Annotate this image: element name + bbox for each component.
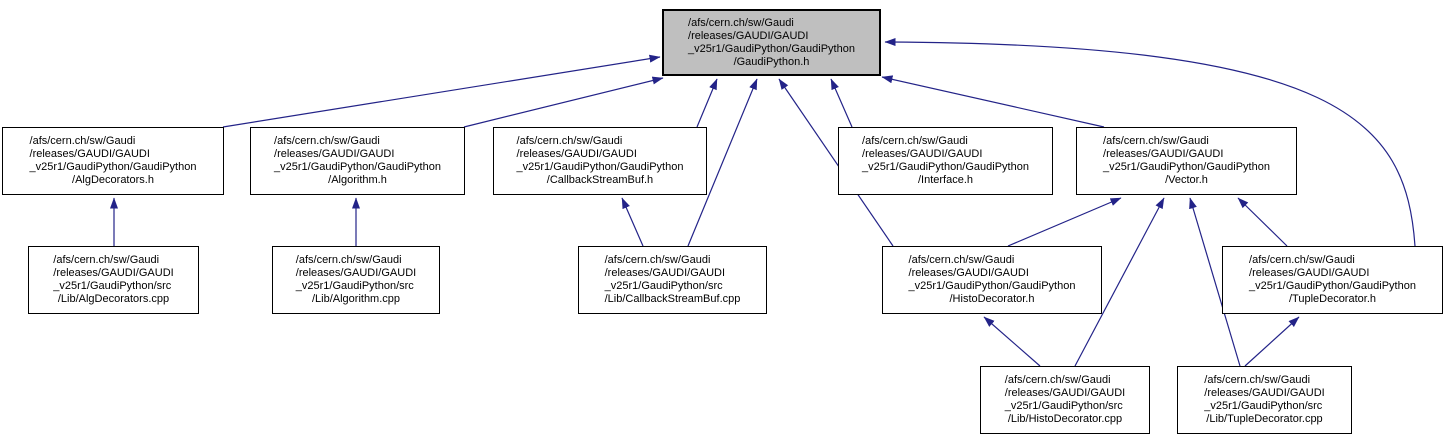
node-algorithm-h[interactable]: /afs/cern.ch/sw/Gaudi/releases/GAUDI/GAU…: [250, 127, 465, 195]
edge-algdecorators-h-to-gaudipython-h: [222, 54, 661, 128]
node-label: /afs/cern.ch/sw/Gaudi/releases/GAUDI/GAU…: [1004, 374, 1126, 425]
edge-callbackstreambuf-h-to-gaudipython-h: [696, 78, 718, 128]
node-label: /afs/cern.ch/sw/Gaudi/releases/GAUDI/GAU…: [908, 254, 1076, 305]
edge-tupledecorator-h-to-vector-h: [1237, 197, 1288, 247]
node-algorithm-cpp[interactable]: /afs/cern.ch/sw/Gaudi/releases/GAUDI/GAU…: [272, 246, 440, 314]
edge-interface-h-to-gaudipython-h: [830, 78, 853, 128]
node-label: /afs/cern.ch/sw/Gaudi/releases/GAUDI/GAU…: [295, 254, 417, 305]
node-label: /afs/cern.ch/sw/Gaudi/releases/GAUDI/GAU…: [688, 16, 855, 68]
edge-histodecorator-cpp-to-histodecorator-h: [983, 316, 1041, 367]
node-label: /afs/cern.ch/sw/Gaudi/releases/GAUDI/GAU…: [604, 254, 741, 305]
edge-tupledecorator-cpp-to-vector-h: [1189, 197, 1241, 367]
edge-histodecorator-cpp-to-vector-h: [1074, 197, 1165, 367]
node-histodecorator-cpp[interactable]: /afs/cern.ch/sw/Gaudi/releases/GAUDI/GAU…: [980, 366, 1150, 434]
node-algdecorators-h[interactable]: /afs/cern.ch/sw/Gaudi/releases/GAUDI/GAU…: [2, 127, 224, 195]
node-tupledecorator-cpp[interactable]: /afs/cern.ch/sw/Gaudi/releases/GAUDI/GAU…: [1177, 366, 1352, 434]
node-label: /afs/cern.ch/sw/Gaudi/releases/GAUDI/GAU…: [516, 135, 684, 186]
edge-callbackstreambuf-cpp-to-callbackstreambuf-h: [621, 197, 644, 247]
node-label: /afs/cern.ch/sw/Gaudi/releases/GAUDI/GAU…: [53, 254, 174, 305]
node-label: /afs/cern.ch/sw/Gaudi/releases/GAUDI/GAU…: [862, 135, 1029, 186]
node-histodecorator-h[interactable]: /afs/cern.ch/sw/Gaudi/releases/GAUDI/GAU…: [882, 246, 1102, 314]
edge-callbackstreambuf-cpp-to-gaudipython-h: [687, 78, 758, 247]
edge-vector-h-to-gaudipython-h: [881, 75, 1105, 128]
node-gaudipython-h[interactable]: /afs/cern.ch/sw/Gaudi/releases/GAUDI/GAU…: [662, 9, 881, 76]
node-vector-h[interactable]: /afs/cern.ch/sw/Gaudi/releases/GAUDI/GAU…: [1076, 127, 1297, 195]
node-label: /afs/cern.ch/sw/Gaudi/releases/GAUDI/GAU…: [1103, 135, 1270, 186]
node-label: /afs/cern.ch/sw/Gaudi/releases/GAUDI/GAU…: [274, 135, 441, 186]
node-tupledecorator-h[interactable]: /afs/cern.ch/sw/Gaudi/releases/GAUDI/GAU…: [1222, 246, 1443, 314]
edge-tupledecorator-h-to-gaudipython-h: [884, 38, 1416, 247]
edge-tupledecorator-cpp-to-tupledecorator-h: [1244, 316, 1300, 367]
edge-algorithm-h-to-gaudipython-h: [463, 76, 664, 128]
node-algdecorators-cpp[interactable]: /afs/cern.ch/sw/Gaudi/releases/GAUDI/GAU…: [28, 246, 199, 314]
node-label: /afs/cern.ch/sw/Gaudi/releases/GAUDI/GAU…: [1249, 254, 1416, 305]
node-callbackstreambuf-h[interactable]: /afs/cern.ch/sw/Gaudi/releases/GAUDI/GAU…: [493, 127, 707, 195]
node-label: /afs/cern.ch/sw/Gaudi/releases/GAUDI/GAU…: [1204, 374, 1325, 425]
node-callbackstreambuf-cpp[interactable]: /afs/cern.ch/sw/Gaudi/releases/GAUDI/GAU…: [578, 246, 767, 314]
edge-histodecorator-h-to-vector-h: [1007, 197, 1122, 247]
edge-histodecorator-h-to-gaudipython-h: [778, 78, 894, 247]
node-label: /afs/cern.ch/sw/Gaudi/releases/GAUDI/GAU…: [29, 135, 197, 186]
node-interface-h[interactable]: /afs/cern.ch/sw/Gaudi/releases/GAUDI/GAU…: [838, 127, 1053, 195]
